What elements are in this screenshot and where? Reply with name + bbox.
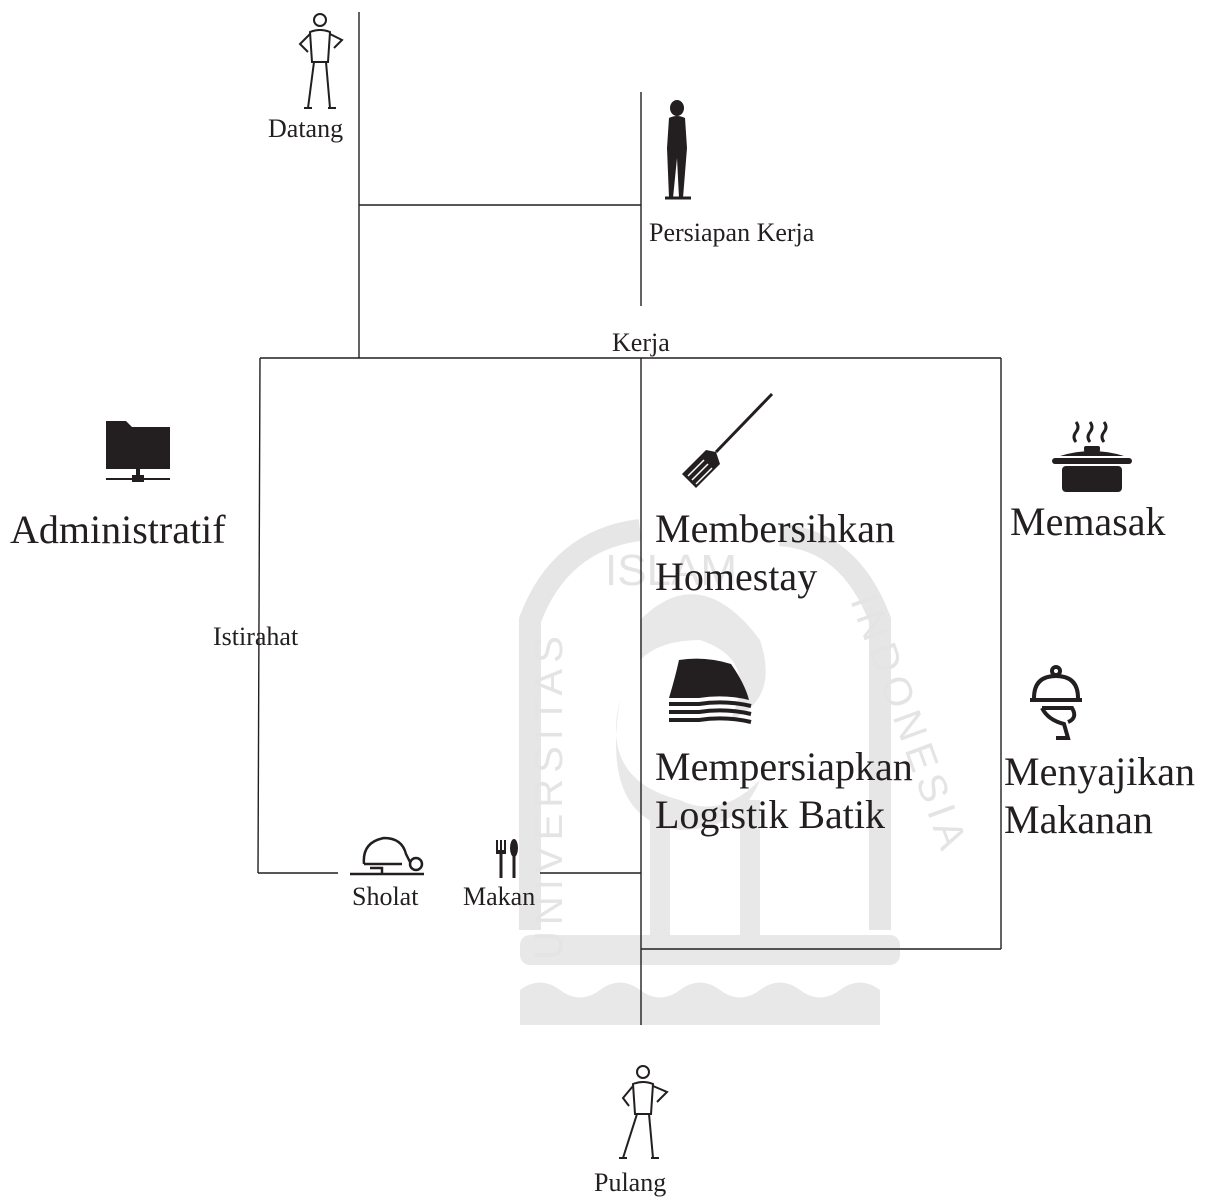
label-mempersiapkan-line2: Logistik Batik xyxy=(655,792,885,837)
label-membersihkan-homestay: Membersihkan Homestay xyxy=(655,505,895,601)
label-kerja: Kerja xyxy=(612,328,670,357)
label-pulang: Pulang xyxy=(594,1168,667,1197)
label-datang: Datang xyxy=(268,114,344,143)
label-mempersiapkan-logistik: Mempersiapkan Logistik Batik xyxy=(655,743,913,839)
label-membersihkan-line2: Homestay xyxy=(655,554,818,599)
label-istirahat: Istirahat xyxy=(213,622,299,651)
box-left-side xyxy=(257,357,261,874)
label-makan: Makan xyxy=(463,882,536,911)
fork-knife-icon xyxy=(496,839,518,878)
label-administratif: Administratif xyxy=(10,507,226,552)
label-sholat: Sholat xyxy=(352,882,419,911)
label-menyajikan-makanan: Menyajikan Makanan xyxy=(1004,748,1195,844)
fabric-stack-icon xyxy=(669,658,752,724)
label-memasak: Memasak xyxy=(1010,499,1166,544)
praying-person-icon xyxy=(350,836,424,876)
walking-person-icon xyxy=(619,1065,669,1159)
serving-cloche-icon xyxy=(1030,665,1082,740)
watermark-left-text: UNIVERSITAS xyxy=(527,630,571,960)
label-persiapan-kerja: Persiapan Kerja xyxy=(649,218,815,247)
standing-person-icon xyxy=(298,13,344,109)
label-menyajikan-line2: Makanan xyxy=(1004,797,1153,842)
label-membersihkan-line1: Membersihkan xyxy=(655,506,895,551)
broom-icon xyxy=(682,392,774,488)
label-mempersiapkan-line1: Mempersiapkan xyxy=(655,744,913,789)
watermark-top-text: ISLAM xyxy=(605,546,737,595)
label-menyajikan-line1: Menyajikan xyxy=(1004,749,1196,794)
person-on-phone-icon xyxy=(665,100,691,200)
network-folder-icon xyxy=(106,421,170,482)
cooking-pot-icon xyxy=(1052,421,1132,492)
